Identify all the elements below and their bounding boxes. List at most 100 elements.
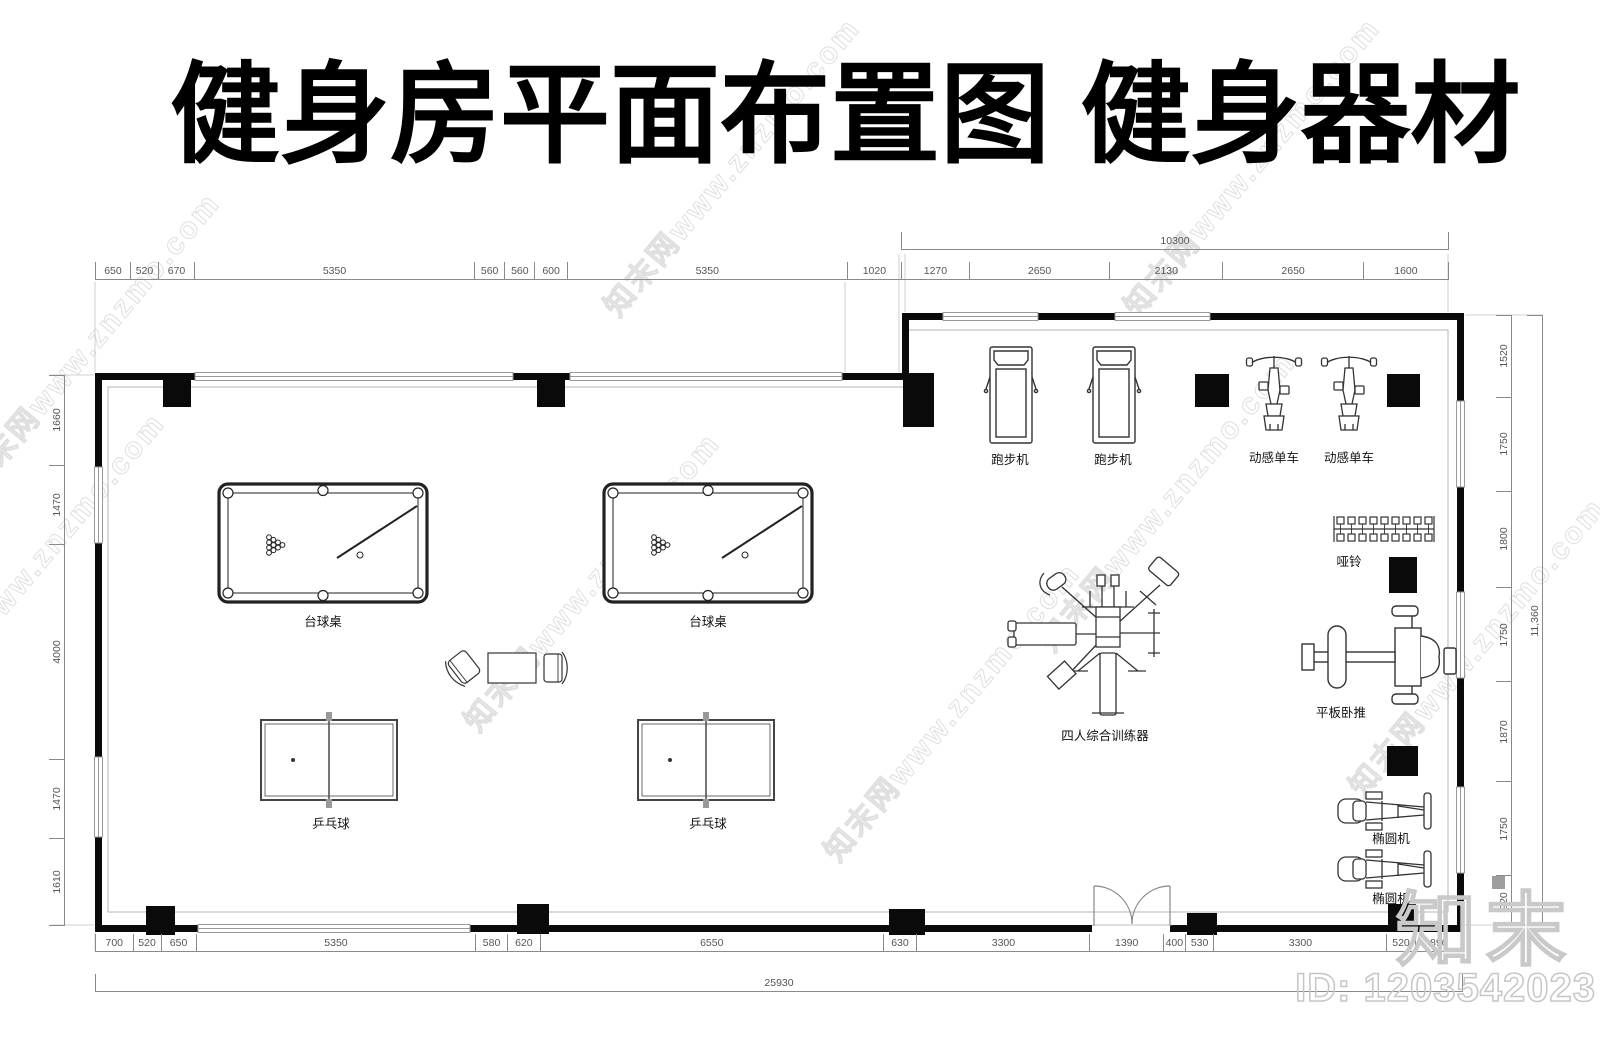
walls [95, 313, 1464, 932]
dim-segment: 1600 [1362, 262, 1448, 280]
multi-trainer-label: 四人综合训练器 [1061, 728, 1149, 743]
dim-segment: 5350 [193, 262, 475, 280]
wall-bottom-right [1170, 925, 1464, 932]
image-id-text: ID: 1203542023 [1294, 965, 1596, 1011]
window [1114, 312, 1211, 321]
page-title: 健身房平面布置图 健身器材 [170, 54, 1521, 177]
double-door-icon [1092, 885, 1172, 926]
column [1195, 374, 1229, 407]
dim-segment: 1800 [1496, 490, 1512, 588]
column [517, 904, 549, 934]
elliptical-icon [1337, 791, 1432, 831]
dim-segment: 1520 [1496, 315, 1512, 397]
pool-table-1-label: 台球桌 [304, 614, 342, 629]
pingpong-1-label: 乒乓球 [312, 817, 350, 831]
treadmill-icon [1086, 346, 1142, 444]
dim-segment: 560 [474, 262, 505, 280]
spin-bike-icon [1320, 356, 1378, 431]
bench-press-icon [1301, 605, 1457, 705]
pool-table-2-label: 台球桌 [689, 614, 727, 629]
table-and-chairs-icon [444, 650, 568, 687]
dim-segment: 620 [506, 934, 541, 952]
window [197, 924, 471, 933]
dim-segment: 1470 [49, 758, 65, 839]
pool-table-icon [217, 482, 429, 604]
column [537, 374, 565, 407]
dim-segment: 3300 [1213, 934, 1387, 952]
dim-segment: 1020 [846, 262, 901, 280]
window [1456, 591, 1465, 679]
dim-segment: 1660 [49, 375, 65, 465]
column [1388, 904, 1416, 930]
dim-value: 11,360 [1528, 604, 1541, 637]
column [1389, 557, 1417, 593]
dim-row-bottom-total: 25930 [95, 974, 1463, 992]
elliptical-icon [1337, 849, 1432, 889]
dim-segment: 5350 [566, 262, 847, 280]
window [942, 312, 1039, 321]
column [146, 906, 175, 935]
wall-top-left [95, 373, 934, 380]
treadmill-2-label: 跑步机 [1094, 453, 1132, 467]
dim-segment: 2650 [1222, 262, 1363, 280]
znzmo-logo: 知末 [1395, 885, 1576, 976]
dim-segment: 520 [1386, 934, 1415, 952]
pool-table-icon [602, 482, 814, 604]
dim-segment: 650 [160, 934, 196, 952]
pingpong-table-icon [637, 712, 775, 808]
dim-segment: 1870 [1496, 681, 1512, 782]
elliptical-2-label: 椭圆机 [1372, 891, 1410, 906]
windows [94, 312, 1465, 933]
dim-segment: 1750 [1496, 396, 1512, 491]
multi-trainer-icon [1007, 556, 1180, 716]
wall-left [95, 373, 102, 932]
treadmill-icon [983, 346, 1039, 444]
dumbbell-rack-icon [1333, 516, 1435, 542]
dim-segment: 530 [1184, 934, 1214, 952]
pingpong-2-label: 乒乓球 [689, 817, 727, 831]
elliptical-1-label: 椭圆机 [1372, 831, 1410, 846]
dim-segment: 4000 [49, 544, 65, 759]
column [1387, 746, 1418, 776]
dim-segment: 890 [1414, 934, 1462, 952]
window [194, 372, 514, 381]
dim-segment: 1750 [1496, 781, 1512, 876]
column [1187, 913, 1217, 935]
dim-segment: 650 [95, 262, 130, 280]
columns [146, 374, 1420, 935]
dim-segment: 580 [475, 934, 507, 952]
window [1456, 400, 1465, 488]
column [889, 909, 925, 935]
spin-bike-1-label: 动感单车 [1249, 450, 1299, 465]
dim-segment: 5350 [195, 934, 476, 952]
dim-segment: 1390 [1089, 934, 1163, 952]
dim-segment: 2650 [968, 262, 1110, 280]
dim-row-top-right-total: 10300 [901, 232, 1449, 250]
dim-segment: 400 [1162, 934, 1185, 952]
window [94, 466, 103, 544]
dim-segment: 700 [95, 934, 133, 952]
dim-value: 10300 [1160, 235, 1190, 247]
dim-segment: 630 [882, 934, 917, 952]
dim-segment: 520 [132, 934, 161, 952]
dim-value: 25930 [764, 977, 794, 989]
dim-segment: 1610 [49, 838, 65, 925]
dim-segment: 1470 [49, 464, 65, 545]
dim-segment: 560 [504, 262, 535, 280]
bench-press-label: 平板卧推 [1316, 706, 1366, 720]
window [94, 756, 103, 838]
dim-segment: 3300 [916, 934, 1090, 952]
column [903, 379, 934, 427]
dumbbell-rack-label: 哑铃 [1336, 554, 1362, 569]
wall-step [902, 313, 909, 380]
dim-segment: 1270 [901, 262, 969, 280]
znzmo-logo-square [1492, 876, 1505, 889]
spin-bike-2-label: 动感单车 [1324, 450, 1374, 465]
